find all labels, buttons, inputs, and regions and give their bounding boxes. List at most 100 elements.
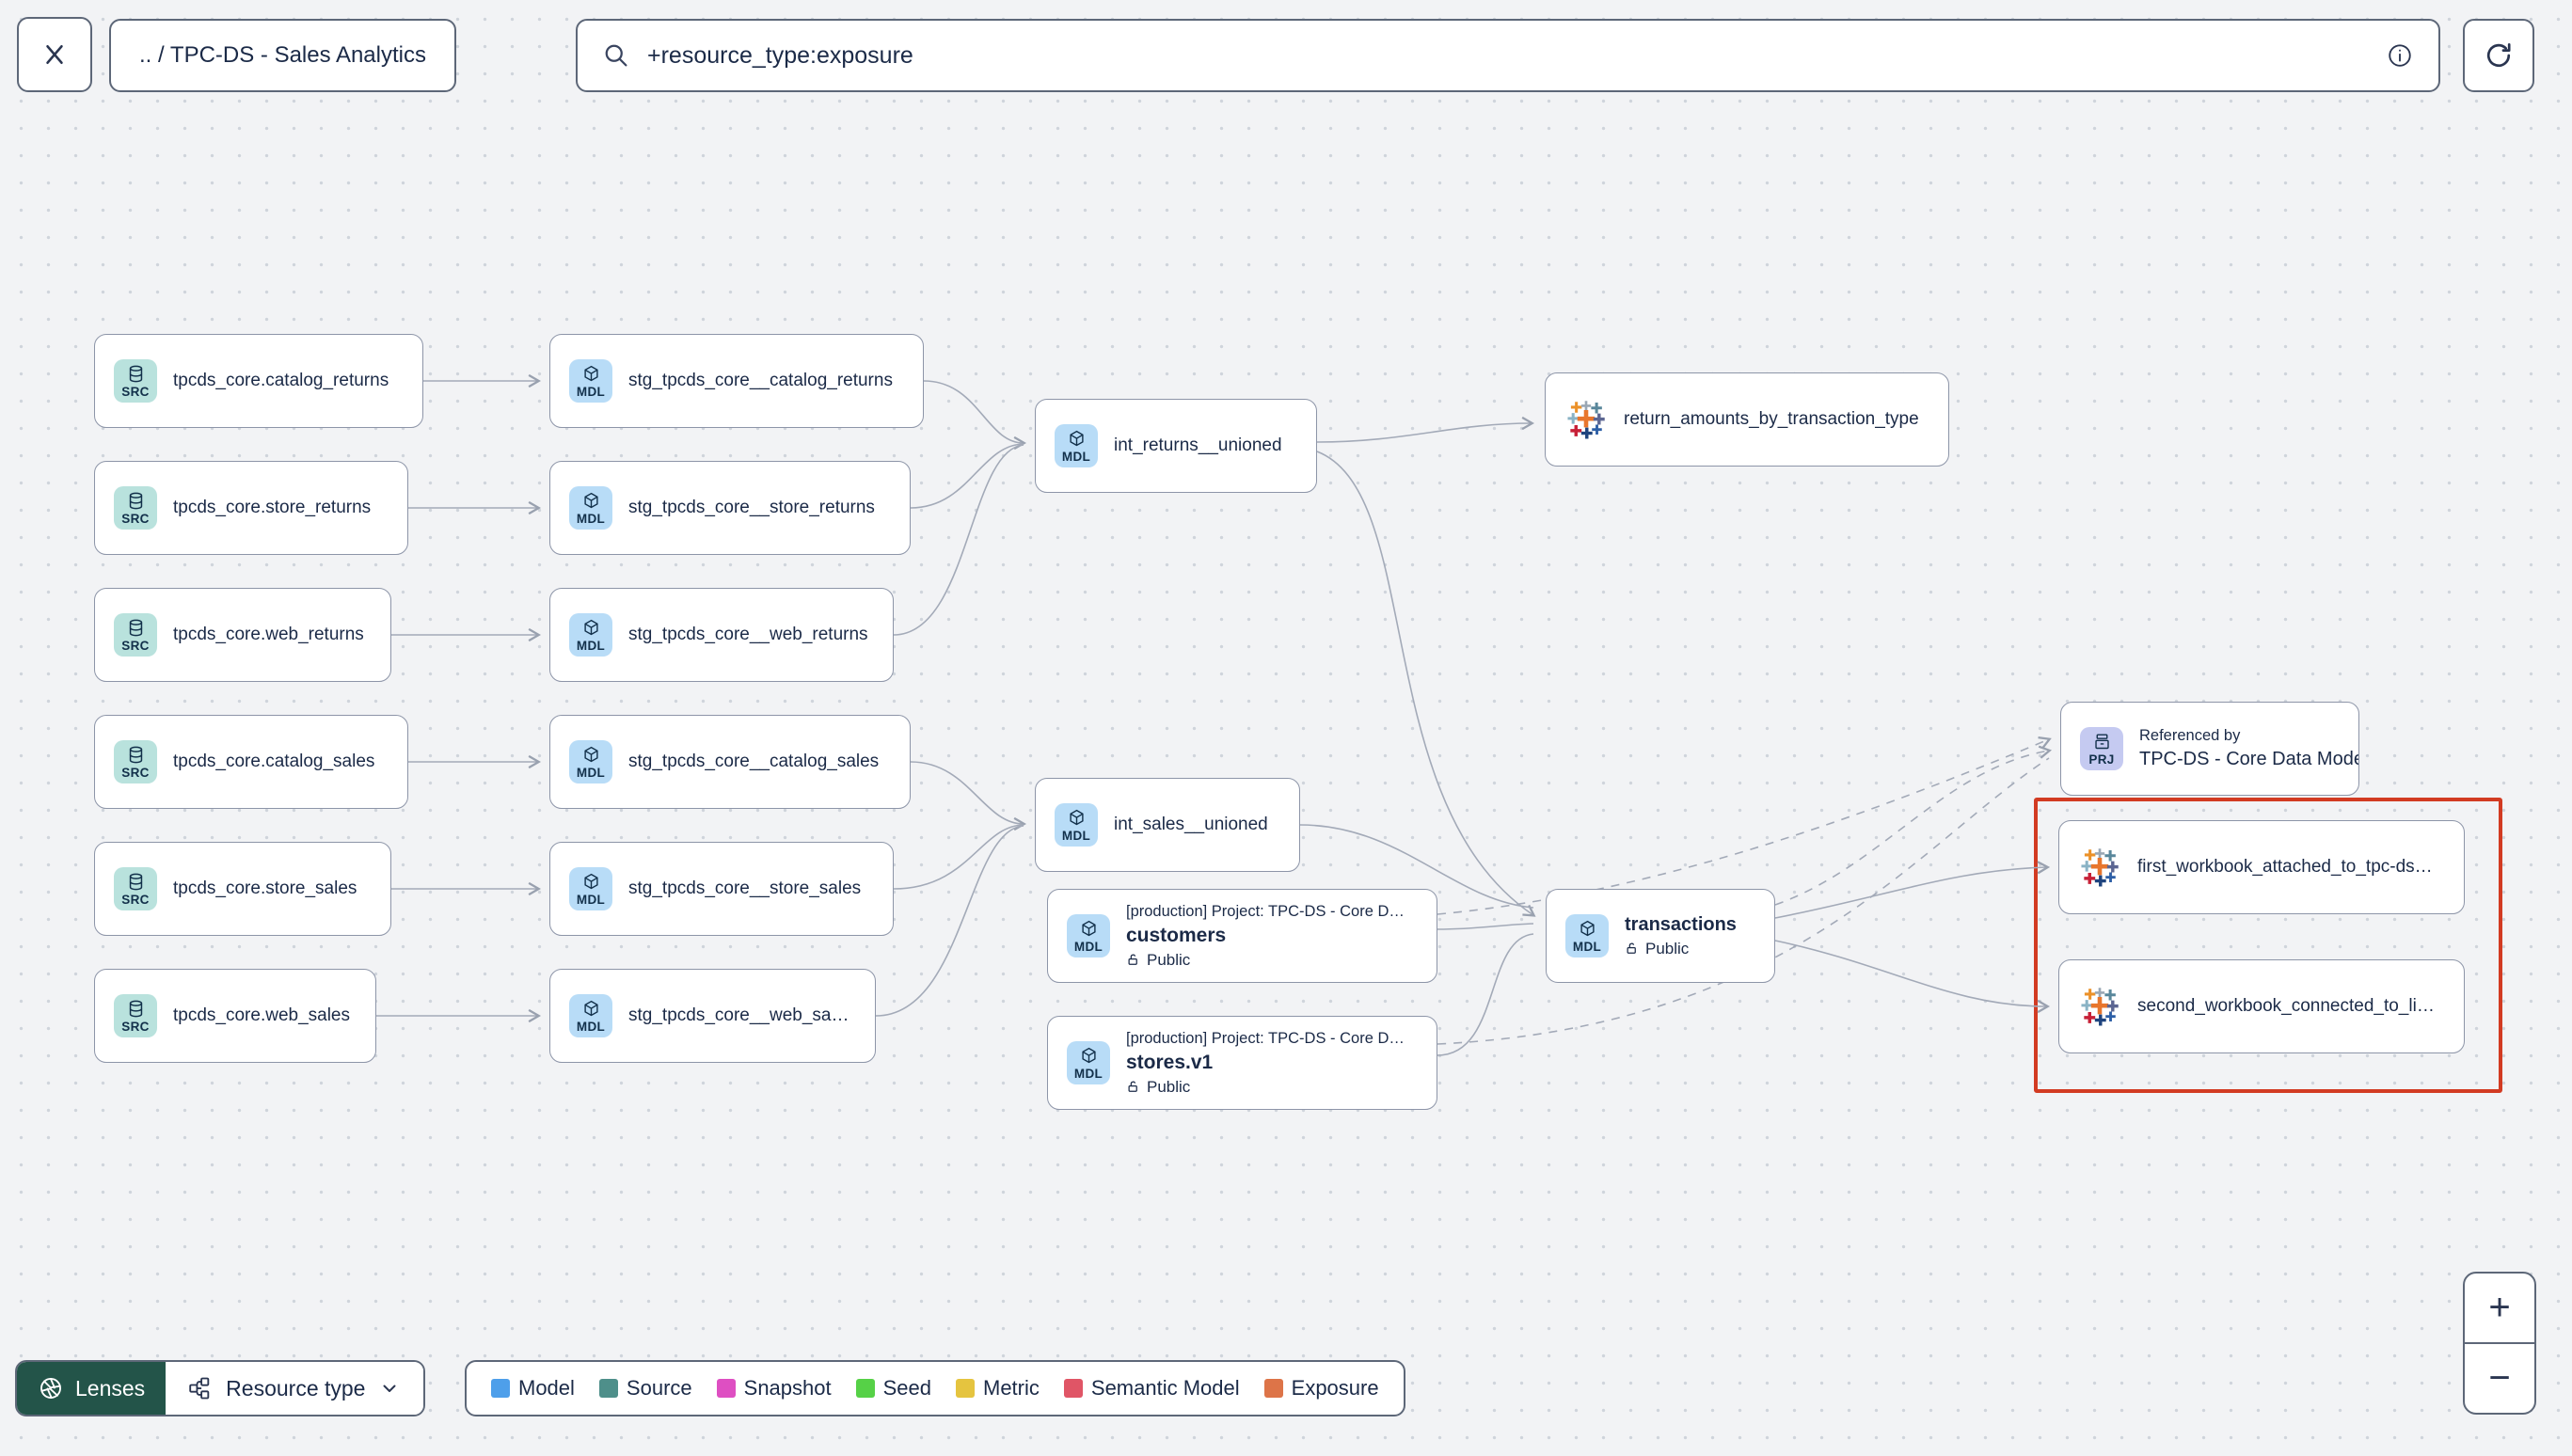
database-icon xyxy=(129,1000,142,1018)
project-tag: PRJ xyxy=(2080,727,2123,770)
project-name: TPC-DS - Core Data Models xyxy=(2139,749,2359,769)
source-tag: SRC xyxy=(114,867,157,910)
lock-open-icon xyxy=(1128,1081,1137,1092)
cube-icon xyxy=(1081,1047,1096,1064)
node-stg-store-sales[interactable]: MDL stg_tpcds_core__store_sales xyxy=(549,842,894,936)
search-bar[interactable]: +resource_type:exposure xyxy=(576,19,2440,92)
legend-item-semantic-model: Semantic Model xyxy=(1063,1376,1240,1401)
legend-item-model: Model xyxy=(491,1376,575,1401)
refresh-button[interactable] xyxy=(2463,19,2534,92)
search-icon xyxy=(605,44,627,67)
model-tag: MDL xyxy=(1067,914,1110,957)
legend-item-source: Source xyxy=(598,1376,692,1401)
archive-box-icon xyxy=(2094,734,2109,749)
aperture-icon xyxy=(40,1378,61,1399)
node-stg-web-sales[interactable]: MDL stg_tpcds_core__web_sales xyxy=(549,969,876,1063)
database-icon xyxy=(129,365,142,383)
node-transactions[interactable]: MDL transactions Public xyxy=(1546,889,1775,983)
legend-swatch xyxy=(491,1379,510,1398)
access-badge: Public xyxy=(1126,951,1412,970)
legend: Model Source Snapshot Seed Metric Semant… xyxy=(465,1360,1405,1416)
tableau-icon xyxy=(1567,401,1605,439)
node-stg-store-returns[interactable]: MDL stg_tpcds_core__store_returns xyxy=(549,461,911,555)
model-name: customers xyxy=(1126,924,1227,946)
cube-icon xyxy=(583,1000,598,1017)
node-stg-catalog-returns[interactable]: MDL stg_tpcds_core__catalog_returns xyxy=(549,334,924,428)
breadcrumb[interactable]: .. / TPC-DS - Sales Analytics xyxy=(109,19,456,92)
info-icon[interactable] xyxy=(2386,41,2414,70)
cube-icon xyxy=(1081,920,1096,937)
model-tag: MDL xyxy=(569,486,612,530)
model-tag: MDL xyxy=(569,613,612,657)
zoom-out-button[interactable]: − xyxy=(2488,1357,2511,1399)
legend-item-seed: Seed xyxy=(855,1376,931,1401)
source-tag: SRC xyxy=(114,613,157,657)
database-icon xyxy=(129,873,142,891)
node-exposure-return-amounts[interactable]: return_amounts_by_transaction_type xyxy=(1545,372,1949,467)
node-source-catalog-sales[interactable]: SRC tpcds_core.catalog_sales xyxy=(94,715,408,809)
source-tag: SRC xyxy=(114,486,157,530)
legend-item-snapshot: Snapshot xyxy=(716,1376,832,1401)
database-icon xyxy=(129,746,142,764)
legend-item-metric: Metric xyxy=(956,1376,1040,1401)
cube-icon xyxy=(1580,920,1595,937)
legend-swatch xyxy=(1263,1379,1283,1398)
legend-swatch xyxy=(716,1379,736,1398)
cube-icon xyxy=(583,365,598,382)
lock-open-icon xyxy=(1627,942,1636,954)
lock-open-icon xyxy=(1128,954,1137,965)
model-tag: MDL xyxy=(1055,803,1098,847)
model-tag: MDL xyxy=(1055,424,1098,467)
cube-icon xyxy=(583,746,598,763)
access-badge: Public xyxy=(1625,940,1737,958)
node-source-catalog-returns[interactable]: SRC tpcds_core.catalog_returns xyxy=(94,334,423,428)
node-source-store-sales[interactable]: SRC tpcds_core.store_sales xyxy=(94,842,391,936)
project-line: [production] Project: TPC-DS - Core Data… xyxy=(1126,1029,1412,1047)
project-line: [production] Project: TPC-DS - Core Data… xyxy=(1126,902,1412,920)
search-input[interactable]: +resource_type:exposure xyxy=(647,41,913,69)
close-button[interactable] xyxy=(17,17,92,92)
node-source-web-returns[interactable]: SRC tpcds_core.web_returns xyxy=(94,588,391,682)
database-icon xyxy=(129,492,142,510)
model-name: stores.v1 xyxy=(1126,1051,1214,1073)
node-source-web-sales[interactable]: SRC tpcds_core.web_sales xyxy=(94,969,376,1063)
cube-icon xyxy=(583,492,598,509)
zoom-control: + − xyxy=(2463,1272,2536,1415)
lenses-label: Lenses xyxy=(75,1375,146,1401)
node-source-store-returns[interactable]: SRC tpcds_core.store_returns xyxy=(94,461,408,555)
lens-control: Lenses Resource type xyxy=(15,1360,426,1416)
lenses-button[interactable]: Lenses xyxy=(17,1362,167,1415)
legend-swatch xyxy=(956,1379,975,1398)
tableau-icon xyxy=(2081,848,2119,887)
legend-swatch xyxy=(855,1379,875,1398)
model-name: transactions xyxy=(1625,913,1737,935)
close-icon xyxy=(46,45,63,64)
resource-type-dropdown[interactable]: Resource type xyxy=(166,1362,424,1415)
node-exposure-first-workbook[interactable]: first_workbook_attached_to_tpc-ds_-_… xyxy=(2058,820,2465,914)
breadcrumb-label: .. / TPC-DS - Sales Analytics xyxy=(139,42,426,68)
resource-type-label: Resource type xyxy=(226,1375,366,1401)
chevron-down-icon xyxy=(383,1385,396,1392)
tableau-icon xyxy=(2081,988,2119,1026)
node-stg-web-returns[interactable]: MDL stg_tpcds_core__web_returns xyxy=(549,588,894,682)
node-exposure-second-workbook[interactable]: second_workbook_connected_to_live… xyxy=(2058,959,2465,1053)
node-customers[interactable]: MDL [production] Project: TPC-DS - Core … xyxy=(1047,889,1437,983)
model-tag: MDL xyxy=(1067,1041,1110,1084)
node-referenced-by-project[interactable]: PRJ Referenced by TPC-DS - Core Data Mod… xyxy=(2060,702,2359,796)
refresh-icon xyxy=(2486,43,2511,68)
node-stores-v1[interactable]: MDL [production] Project: TPC-DS - Core … xyxy=(1047,1016,1437,1110)
source-tag: SRC xyxy=(114,740,157,783)
legend-item-exposure: Exposure xyxy=(1263,1376,1379,1401)
sitemap-icon xyxy=(189,1377,210,1400)
cube-icon xyxy=(1069,809,1084,826)
node-int-sales-unioned[interactable]: MDL int_sales__unioned xyxy=(1035,778,1300,872)
node-int-returns-unioned[interactable]: MDL int_returns__unioned xyxy=(1035,399,1317,493)
node-stg-catalog-sales[interactable]: MDL stg_tpcds_core__catalog_sales xyxy=(549,715,911,809)
source-tag: SRC xyxy=(114,359,157,403)
cube-icon xyxy=(1069,430,1084,447)
zoom-in-button[interactable]: + xyxy=(2465,1274,2534,1344)
legend-swatch xyxy=(1063,1379,1083,1398)
model-tag: MDL xyxy=(1565,914,1609,957)
cube-icon xyxy=(583,873,598,890)
